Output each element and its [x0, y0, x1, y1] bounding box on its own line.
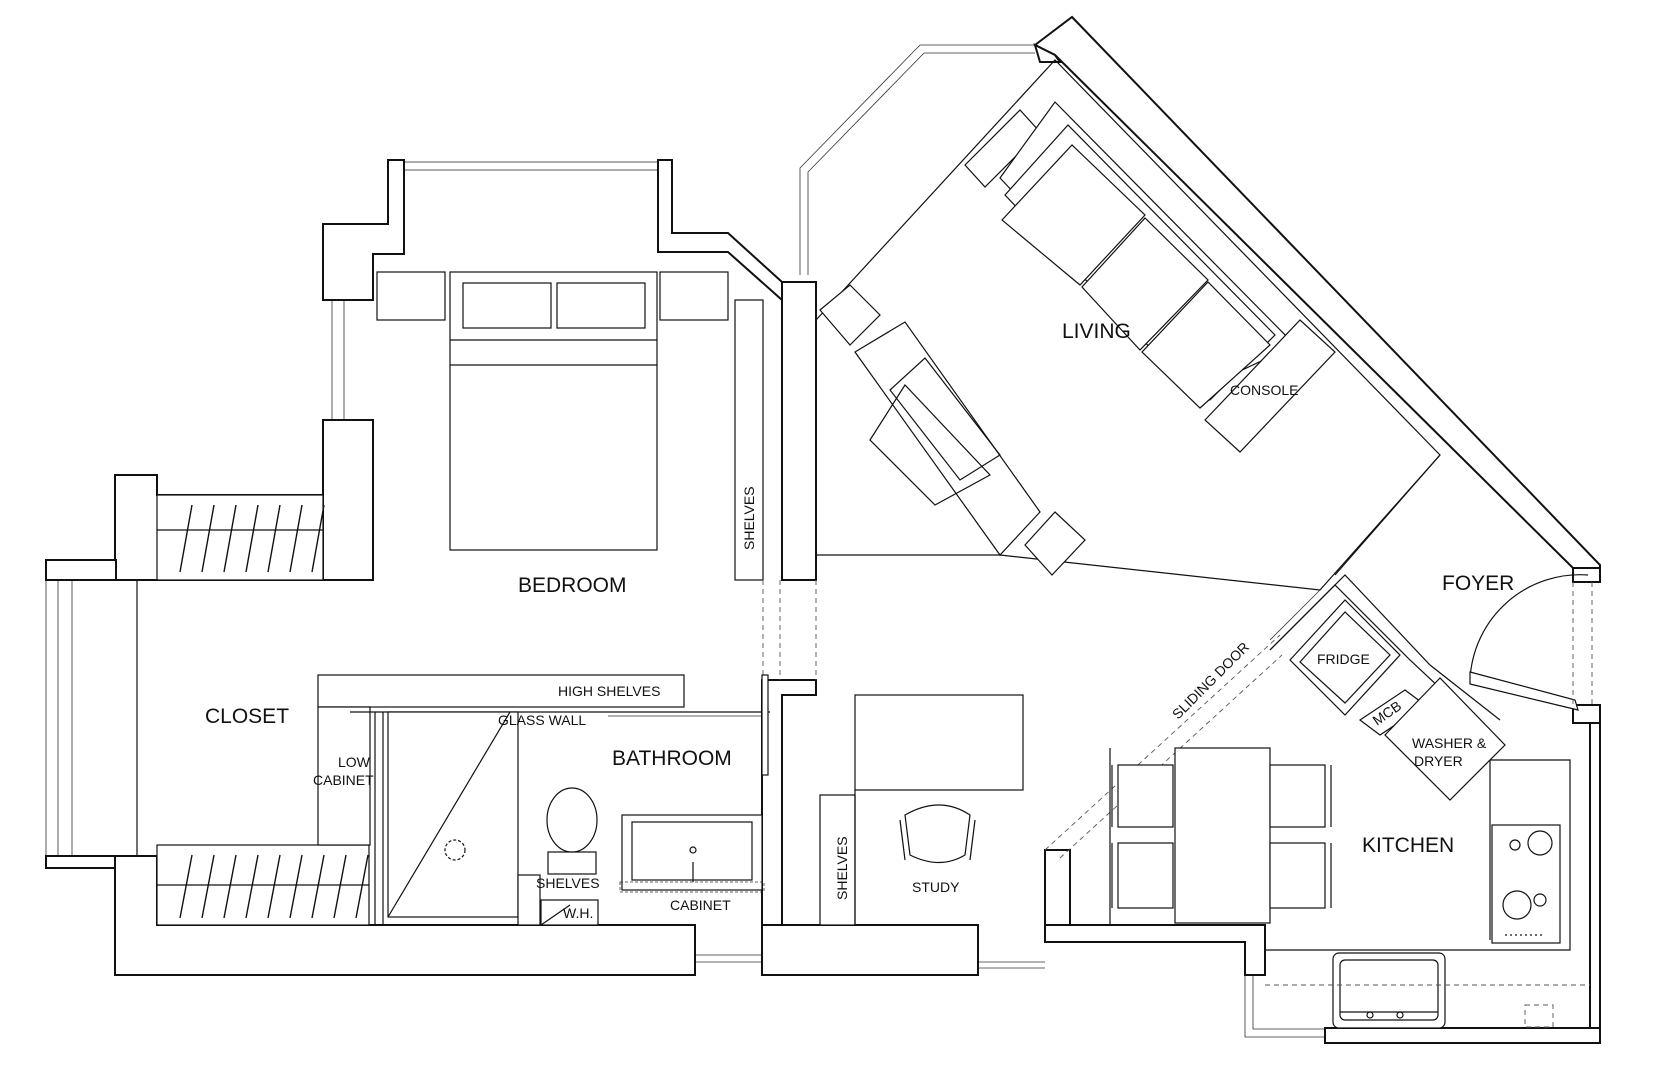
bedroom-furniture: [317, 271, 817, 708]
label-shelves-study: SHELVES: [834, 836, 850, 900]
bathroom-fixtures: [350, 674, 770, 926]
closet-hangers: [179, 504, 369, 919]
window-frames: [45, 44, 1325, 1038]
hanger-line: [289, 504, 303, 573]
label-bedroom: BEDROOM: [518, 574, 627, 597]
hanger-line: [223, 504, 237, 573]
hanger-line: [179, 504, 193, 573]
hanger-line: [267, 854, 281, 919]
label-low-cabinet-1: LOW: [338, 754, 371, 770]
label-washer-1: WASHER &: [1412, 735, 1487, 751]
hanger-line: [223, 854, 237, 919]
label-shelves-bath: SHELVES: [536, 875, 600, 891]
hanger-line: [201, 854, 215, 919]
label-console: CONSOLE: [1230, 382, 1298, 398]
label-low-cabinet-2: CABINET: [313, 772, 374, 788]
label-cabinet: CABINET: [670, 897, 731, 913]
closet-furniture: [136, 494, 371, 926]
hanger-line: [289, 854, 303, 919]
hanger-line: [201, 504, 215, 573]
foyer-door: [1334, 454, 1593, 711]
study-furniture: [819, 694, 1024, 926]
hanger-line: [267, 504, 281, 573]
hanger-line: [355, 854, 369, 919]
living-furniture: [815, 59, 1441, 591]
hanger-line: [245, 504, 259, 573]
label-bathroom: BATHROOM: [612, 747, 732, 770]
hanger-line: [311, 854, 325, 919]
label-foyer: FOYER: [1442, 572, 1514, 595]
label-high-shelves: HIGH SHELVES: [558, 683, 660, 699]
label-shelves-bedroom: SHELVES: [741, 486, 757, 550]
label-washer-2: DRYER: [1414, 753, 1463, 769]
hanger-line: [333, 854, 347, 919]
dining-kitchen: [1044, 574, 1590, 1029]
hanger-line: [179, 854, 193, 919]
label-living: LIVING: [1062, 320, 1131, 343]
room-labels: BEDROOM LIVING CLOSET BATHROOM STUDY KIT…: [205, 320, 1514, 895]
label-sliding-door: SLIDING DOOR: [1169, 639, 1252, 722]
label-study: STUDY: [912, 879, 960, 895]
hanger-line: [245, 854, 259, 919]
label-wh: W.H.: [563, 905, 593, 921]
hanger-line: [311, 504, 325, 573]
label-closet: CLOSET: [205, 705, 289, 728]
label-glass-wall: GLASS WALL: [498, 712, 586, 728]
label-kitchen: KITCHEN: [1362, 834, 1454, 857]
label-fridge: FRIDGE: [1317, 651, 1370, 667]
